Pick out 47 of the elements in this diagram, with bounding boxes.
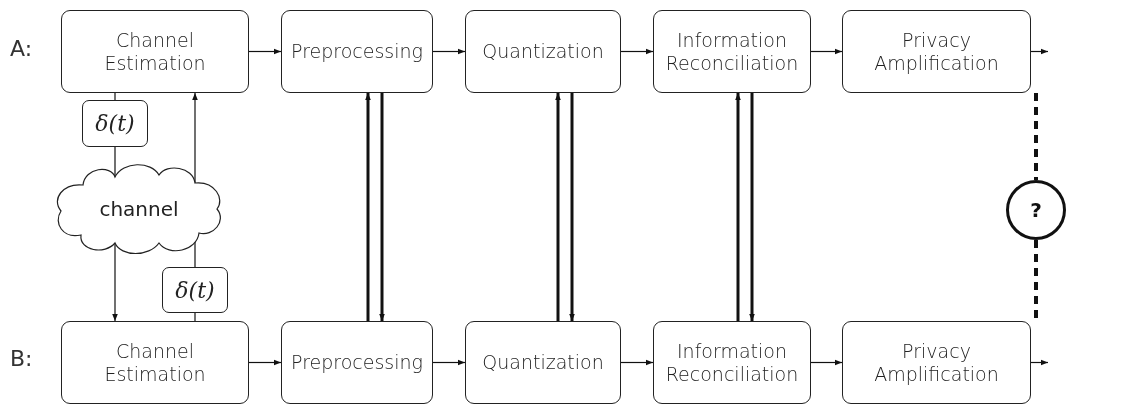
delay-box — [82, 100, 148, 147]
node-text: Quantization — [481, 40, 605, 63]
node-text: Channel Estimation — [103, 339, 207, 386]
process-box — [61, 10, 249, 93]
arrow — [620, 48, 654, 55]
node-text: Privacy Amplification — [873, 339, 1000, 386]
arrow — [1030, 48, 1049, 55]
arrow — [735, 93, 741, 321]
delay-box — [162, 267, 228, 313]
arrow — [432, 48, 466, 55]
row-label: B: — [10, 346, 33, 371]
arrow — [810, 48, 843, 55]
node-text: channel — [98, 197, 180, 221]
arrow — [749, 93, 755, 321]
process-box — [61, 321, 249, 404]
arrow — [248, 359, 282, 366]
node-text: δ(t) — [174, 277, 216, 303]
arrow — [365, 93, 371, 321]
question-circle — [1006, 180, 1066, 240]
node-text: δ(t) — [94, 111, 136, 136]
arrow — [569, 93, 575, 321]
node-text: Information Reconciliation — [664, 28, 800, 75]
arrow — [248, 48, 282, 55]
node-text: Preprocessing — [290, 40, 424, 63]
node-text: ? — [1029, 198, 1043, 222]
process-box — [465, 10, 621, 93]
node-text: Privacy Amplification — [873, 28, 1000, 75]
node-text: Channel Estimation — [103, 28, 207, 75]
node-text: Preprocessing — [290, 351, 424, 374]
process-box — [281, 10, 433, 93]
dashed-line — [1034, 93, 1038, 180]
node-text: Quantization — [481, 351, 605, 374]
node-text: Information Reconciliation — [664, 339, 800, 386]
process-box — [842, 321, 1031, 404]
arrow — [379, 93, 385, 321]
process-box — [281, 321, 433, 404]
process-box — [465, 321, 621, 404]
arrow — [620, 359, 654, 366]
arrow — [810, 359, 843, 366]
process-box — [653, 10, 811, 93]
arrow — [432, 359, 466, 366]
arrow — [555, 93, 561, 321]
dashed-line — [1034, 240, 1038, 321]
process-box — [653, 321, 811, 404]
row-label: A: — [10, 36, 33, 61]
arrow — [1030, 359, 1049, 366]
process-box — [842, 10, 1031, 93]
